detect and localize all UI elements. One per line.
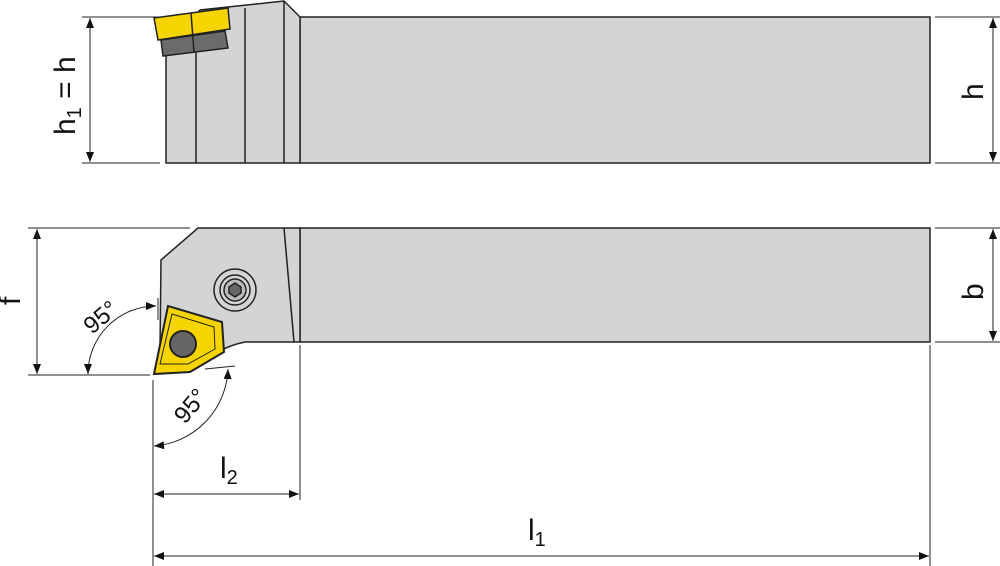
label-l2: l2: [220, 452, 238, 489]
label-f: f: [0, 296, 27, 305]
label-h1-equals-h: h1 = h: [49, 56, 86, 135]
label-b: b: [957, 283, 990, 300]
top-view: [152, 227, 931, 376]
side-view: [153, 0, 931, 164]
label-l1: l1: [528, 514, 546, 551]
shank-top: [299, 227, 931, 343]
clamp-screw: [213, 268, 257, 312]
label-angle-bottom: 95°: [169, 384, 213, 429]
shank-side: [299, 16, 931, 164]
insert-shadow-side: [160, 30, 229, 57]
insert-hole: [169, 330, 197, 358]
label-angle-top: 95°: [79, 296, 124, 340]
dimensions: [28, 16, 1000, 566]
label-h: h: [957, 83, 990, 100]
